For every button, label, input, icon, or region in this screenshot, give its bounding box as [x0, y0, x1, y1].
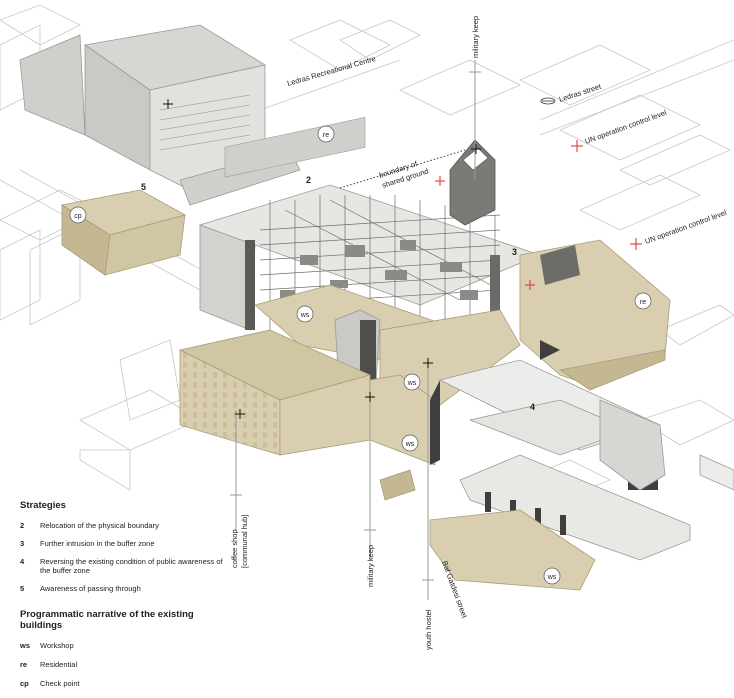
coffee-shop-label-line2: [communal hub]	[240, 515, 249, 568]
program-circles	[69, 125, 652, 585]
ledras-recreational-centre-label: Ledras Recreational Centre	[286, 54, 377, 88]
workshop-building-front	[178, 329, 436, 501]
strategy-marker-3: 3	[512, 247, 517, 257]
program-text: Residential	[40, 660, 78, 669]
legend: Strategies 2 Relocation of the physical …	[20, 500, 230, 698]
strategy-text: Relocation of the physical boundary	[40, 521, 159, 530]
strategy-text: Reversing the existing condition of publ…	[40, 557, 223, 575]
strategy-row-2: 2 Relocation of the physical boundary	[20, 521, 230, 530]
strategies-title: Strategies	[20, 500, 66, 511]
youth-hostel-label: youth hostel	[424, 609, 433, 650]
ws-marker-3: ws	[405, 441, 415, 448]
strategy-marker-4: 4	[530, 402, 535, 412]
strategy-row-4: 4 Reversing the existing condition of pu…	[20, 557, 230, 575]
ws-marker-1: ws	[300, 312, 310, 319]
un-control-markers	[435, 140, 642, 290]
un-control-label-2: UN operation control level	[644, 208, 728, 246]
centre-crosses	[163, 99, 481, 419]
leader-lines	[230, 60, 481, 600]
program-code: ws	[20, 641, 31, 650]
strategy-row-3: 3 Further intrusion in the buffer zone	[20, 539, 230, 548]
program-code: cp	[20, 679, 29, 688]
boundary-dotted-line	[339, 149, 466, 189]
residential-building-right	[519, 239, 671, 391]
strategy-marker-5: 5	[141, 182, 146, 192]
coffee-shop-label-line1: coffee shop	[230, 529, 239, 568]
program-title: Programmatic narrative of the existing b…	[20, 609, 194, 631]
re-marker-1: re	[323, 132, 329, 139]
military-keep-bottom-label: military keep	[366, 545, 375, 587]
program-row-re: re Residential	[20, 660, 230, 669]
strategy-text: Further intrusion in the buffer zone	[40, 539, 155, 548]
strategy-text: Awareness of passing through	[40, 584, 141, 593]
strategy-code: 2	[20, 521, 25, 530]
street-direction-icon	[540, 97, 556, 105]
ws-marker-4: ws	[547, 574, 557, 581]
strategy-code: 3	[20, 539, 25, 548]
ws-marker-2: ws	[407, 380, 417, 387]
program-row-ws: ws Workshop	[20, 641, 230, 650]
cp-marker: cp	[74, 213, 82, 220]
military-keep-top-label: military keep	[471, 16, 480, 58]
ramp-and-street-elements	[430, 340, 734, 561]
strategy-row-5: 5 Awareness of passing through	[20, 584, 230, 593]
program-row-cp: cp Check point	[20, 679, 230, 688]
strategy-marker-2: 2	[306, 175, 311, 185]
ledras-recreational-centre-building	[19, 24, 301, 206]
program-text: Workshop	[40, 641, 74, 650]
military-keep-tower-top	[449, 139, 496, 226]
checkpoint-building	[60, 189, 187, 276]
re-marker-2: re	[640, 299, 646, 306]
program-text: Check point	[40, 679, 80, 688]
program-code: re	[20, 660, 28, 669]
strategy-code: 5	[20, 584, 25, 593]
strategy-code: 4	[20, 557, 25, 566]
